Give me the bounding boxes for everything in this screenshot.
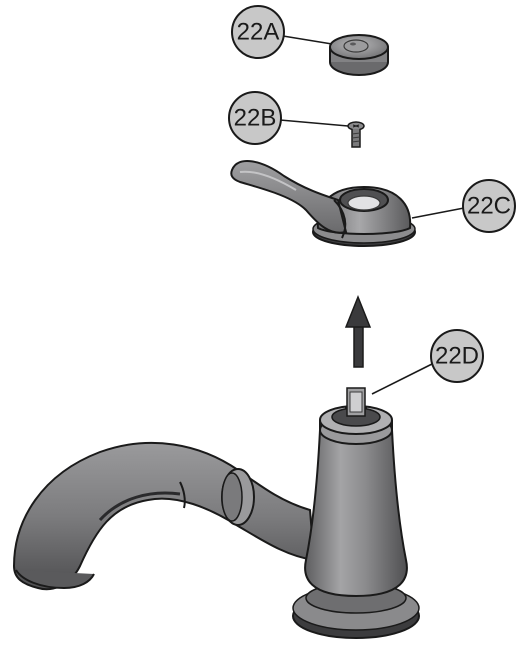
faucet-body (14, 388, 419, 638)
callout-22a-label: 22A (237, 19, 280, 46)
callout-22b: 22B (229, 92, 281, 144)
handle-part (231, 161, 415, 246)
cap-part (330, 35, 388, 75)
callout-22d-label: 22D (435, 343, 479, 370)
callout-22c: 22C (463, 180, 515, 232)
screw-part (348, 122, 364, 147)
callout-22b-label: 22B (234, 105, 277, 132)
callout-22a: 22A (232, 6, 284, 58)
callout-22c-label: 22C (467, 193, 511, 220)
up-arrow-icon (346, 297, 370, 367)
callout-22d: 22D (431, 330, 483, 382)
